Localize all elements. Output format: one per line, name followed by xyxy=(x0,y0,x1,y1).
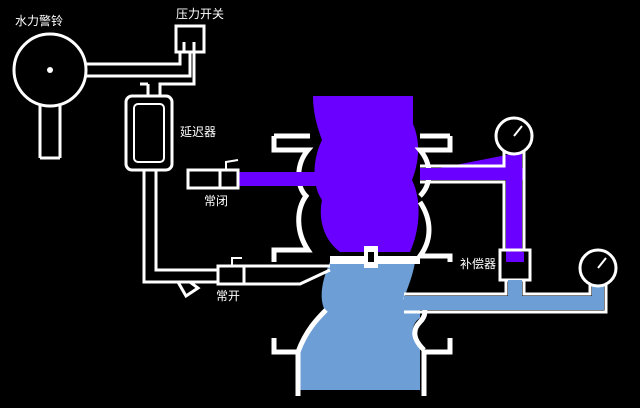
delay-device-label: 延迟器 xyxy=(180,125,216,139)
lower-gauge-needle xyxy=(597,257,607,269)
valve-body xyxy=(271,133,453,396)
nc-valve-body xyxy=(186,168,240,190)
pressure-switch: 压力开关 xyxy=(174,7,224,54)
compensator: 补偿器 xyxy=(460,248,532,282)
alarm-bell-stem xyxy=(38,104,62,160)
lower-gauge-riser xyxy=(592,284,604,304)
delay-device-outer xyxy=(124,94,174,172)
pressure-switch-box xyxy=(174,24,206,54)
no-valve-handle xyxy=(231,257,242,266)
pressure-switch-label: 压力开关 xyxy=(176,7,224,21)
no-valve-body xyxy=(216,264,246,286)
upper-gauge-needle xyxy=(513,125,523,137)
delay-device-inner xyxy=(133,103,165,163)
upper-gauge-pipe-outline xyxy=(420,150,526,250)
upper-gauge-assembly xyxy=(420,116,534,254)
no-valve-pipe xyxy=(244,264,331,286)
valve-body-right-wall xyxy=(403,136,453,396)
compensator-piston xyxy=(506,252,524,262)
valve-clapper xyxy=(330,246,420,268)
upper-gauge-pipe-vertical xyxy=(508,150,522,254)
drain-funnel xyxy=(176,280,201,299)
pressure-switch-pipe xyxy=(140,42,196,96)
alarm-bell-center xyxy=(47,67,53,73)
normally-closed-valve: 常闭 xyxy=(186,159,316,208)
upper-gauge-pipe-horizontal xyxy=(420,168,524,180)
no-valve-label: 常开 xyxy=(216,289,240,303)
water-alarm-bell: 水力警铃 xyxy=(12,13,88,160)
lower-gauge-assembly xyxy=(404,248,618,314)
delay-drain-pipe xyxy=(142,170,218,284)
nc-pipe-purple xyxy=(238,172,316,186)
delay-device: 延迟器 xyxy=(124,94,216,172)
lower-chamber xyxy=(298,262,420,390)
compensator-label: 补偿器 xyxy=(460,256,496,271)
alarm-bell-label: 水力警铃 xyxy=(15,13,63,28)
lower-pipe-outline xyxy=(404,280,608,314)
nc-valve-label: 常闭 xyxy=(204,194,228,208)
lower-pipe-horizontal xyxy=(404,296,604,310)
valve-body-left-wall xyxy=(271,136,328,396)
upper-chamber xyxy=(313,96,419,252)
normally-open-valve: 常开 xyxy=(216,257,331,303)
alarm-bell-disc xyxy=(12,32,88,108)
clapper-bolt-hole xyxy=(368,252,374,262)
compensator-drop-pipe xyxy=(508,280,522,300)
alarm-line-pipe xyxy=(86,50,192,78)
nc-valve-handle xyxy=(225,159,239,170)
